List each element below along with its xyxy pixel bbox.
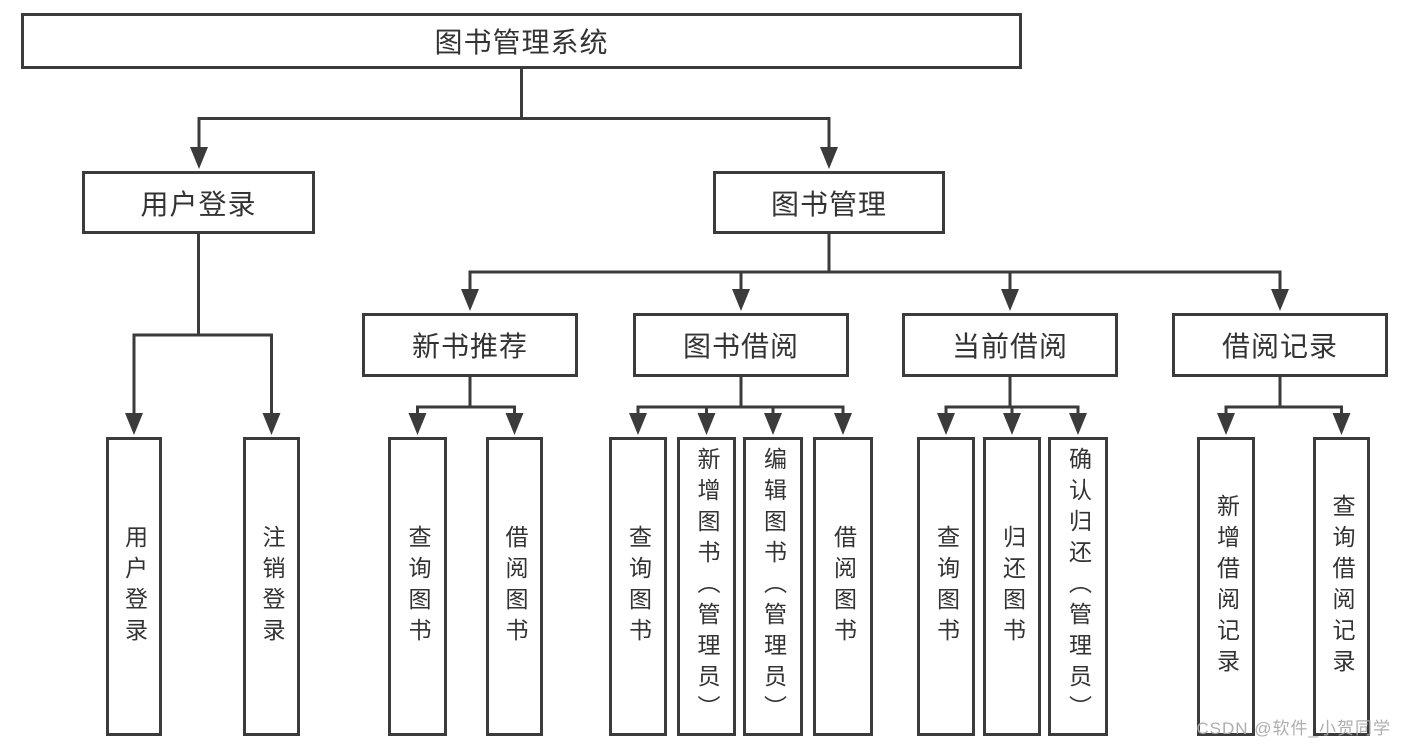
- node-user-login: 用户登录: [82, 171, 315, 234]
- node-new-book-recommend: 新书推荐: [362, 313, 578, 377]
- csdn-watermark: CSDN @软件_小贺同学: [1196, 719, 1391, 738]
- node-br-add-record: 新增借阅记录: [1197, 437, 1255, 736]
- node-cb-return-books: 归还图书: [983, 437, 1041, 736]
- node-bb-edit-books-admin: 编辑图书（管理员）: [743, 437, 803, 736]
- node-book-borrow: 图书借阅: [633, 313, 849, 377]
- node-cb-query-books: 查询图书: [917, 437, 975, 736]
- node-user-login-leaf: 用户登录: [106, 437, 162, 736]
- node-bb-query-books: 查询图书: [609, 437, 667, 736]
- node-bb-add-books-admin: 新增图书（管理员）: [677, 437, 736, 736]
- node-cb-confirm-return-admin: 确认归还（管理员）: [1048, 437, 1108, 736]
- node-root: 图书管理系统: [21, 13, 1022, 69]
- node-bb-borrow-books: 借阅图书: [813, 437, 873, 736]
- node-book-management: 图书管理: [713, 171, 945, 234]
- node-nbr-query-books: 查询图书: [388, 437, 447, 736]
- node-current-borrow: 当前借阅: [902, 313, 1118, 377]
- arrowheads: [125, 147, 1351, 435]
- node-nbr-borrow-books: 借阅图书: [486, 437, 543, 736]
- node-logout: 注销登录: [243, 437, 300, 736]
- node-br-query-record: 查询借阅记录: [1313, 437, 1370, 736]
- node-borrow-record: 借阅记录: [1172, 313, 1388, 377]
